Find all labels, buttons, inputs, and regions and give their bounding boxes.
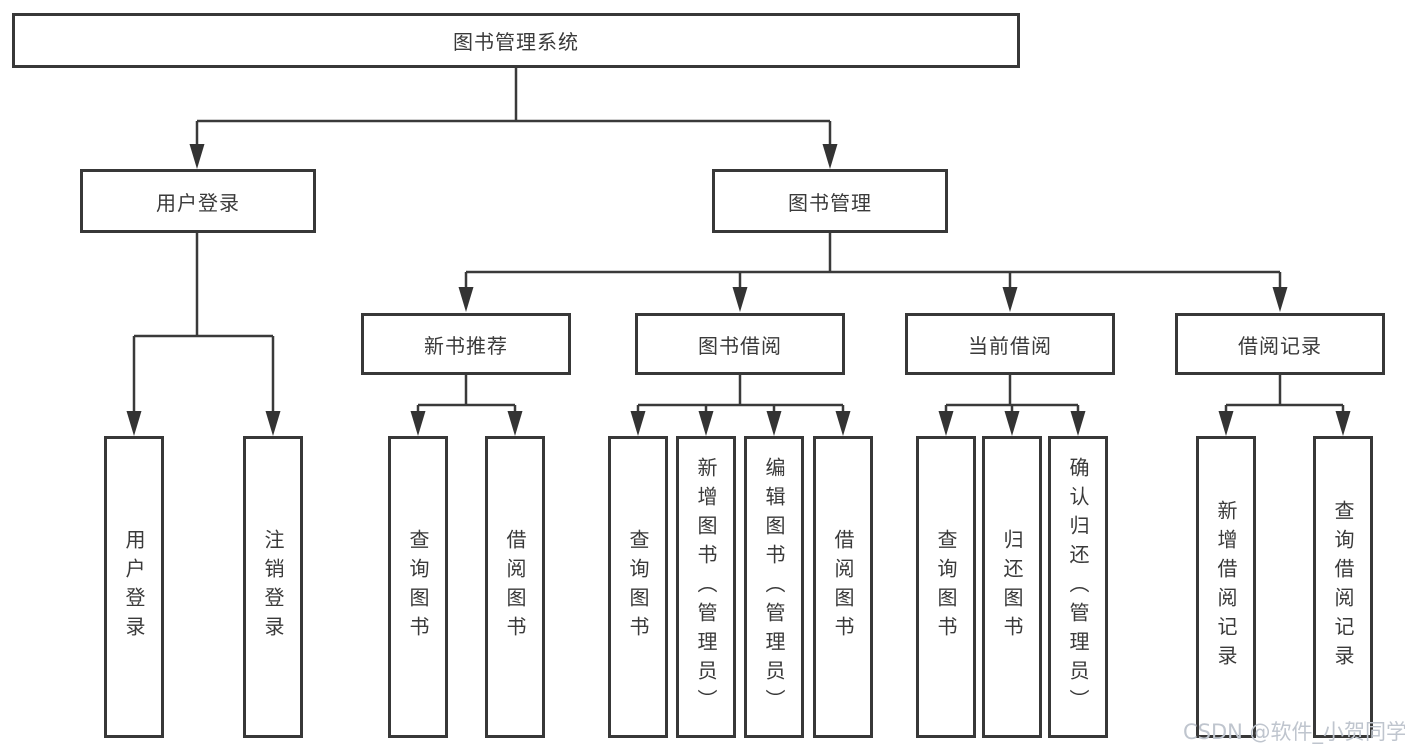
leaf-edit-books-admin: 编辑图书（管理员） [744,436,804,738]
leaf-confirm-return-admin: 确认归还（管理员） [1048,436,1108,738]
node-borrow-records: 借阅记录 [1175,313,1385,375]
leaf-borrow-books: 借阅图书 [813,436,873,738]
node-user-login: 用户登录 [80,169,316,233]
node-new-book-recommend: 新书推荐 [361,313,571,375]
node-book-borrow: 图书借阅 [635,313,845,375]
leaf-borrow-books-recommend: 借阅图书 [485,436,545,738]
node-root-library-system: 图书管理系统 [12,13,1020,68]
leaf-add-borrow-record: 新增借阅记录 [1196,436,1256,738]
leaf-logout: 注销登录 [243,436,303,738]
arrowheads [126,144,1351,436]
leaf-query-books-recommend: 查询图书 [388,436,448,738]
leaf-query-books-current: 查询图书 [916,436,976,738]
node-current-borrow: 当前借阅 [905,313,1115,375]
node-book-management: 图书管理 [712,169,948,233]
leaf-query-books-borrow: 查询图书 [608,436,668,738]
watermark: CSDN @软件_小贺同学 [1183,720,1405,744]
leaf-return-books: 归还图书 [982,436,1042,738]
leaf-add-books-admin: 新增图书（管理员） [676,436,736,738]
leaf-user-login: 用户登录 [104,436,164,738]
leaf-query-borrow-record: 查询借阅记录 [1313,436,1373,738]
